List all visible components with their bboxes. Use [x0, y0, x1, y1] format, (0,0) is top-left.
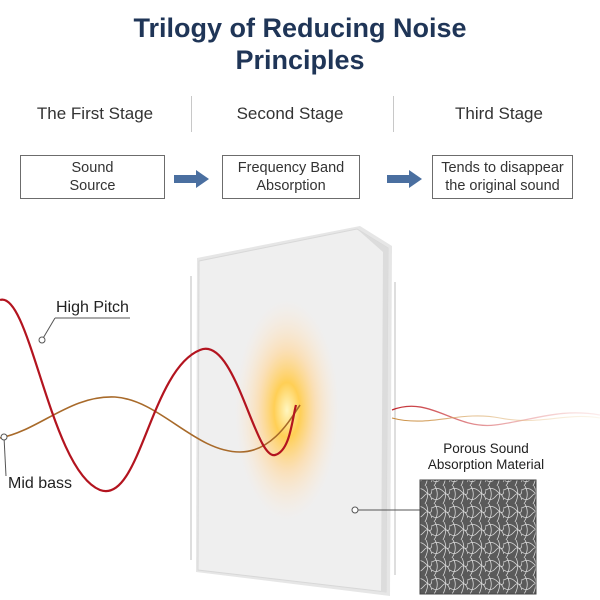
- stage-divider: [393, 96, 394, 132]
- callout-dot: [0, 433, 8, 441]
- stage-box-label: Sound Source: [69, 160, 116, 194]
- panel-edge: [357, 229, 388, 592]
- stage-box-sound-source: Sound Source: [20, 155, 165, 199]
- attenuated-bass-wave: [391, 415, 600, 422]
- mid-bass-label: Mid bass: [8, 475, 73, 492]
- callout-line: [3, 436, 7, 477]
- stage-box-frequency-band: Frequency Band Absorption: [222, 155, 360, 199]
- material-closeup-image: [419, 479, 537, 595]
- stage-heading-second: Second Stage: [236, 104, 344, 123]
- arrow-right-icon: [387, 170, 422, 188]
- stage-heading-third: Third Stage: [455, 104, 543, 123]
- callout-line: [41, 317, 56, 341]
- stage-heading-first: The First Stage: [36, 104, 154, 123]
- attenuated-high-wave: [391, 405, 600, 427]
- callout-dot: [351, 506, 359, 514]
- title-line-2: Principles: [235, 45, 365, 75]
- stage-box-disappear: Tends to disappear the original sound: [432, 155, 573, 199]
- stage-box-label: Tends to disappear the original sound: [441, 160, 564, 194]
- high-pitch-wave: [0, 298, 298, 493]
- stage-box-label: Frequency Band Absorption: [237, 160, 345, 194]
- absorption-glow: [235, 300, 339, 520]
- callout-dot: [38, 336, 46, 344]
- stage-divider: [191, 96, 192, 132]
- material-label: Porous Sound Absorption Material: [427, 441, 545, 472]
- high-pitch-label: High Pitch: [56, 299, 129, 316]
- diagram-title: Trilogy of Reducing Noise Principles: [0, 12, 600, 76]
- title-line-1: Trilogy of Reducing Noise: [133, 13, 467, 43]
- arrow-right-icon: [174, 170, 209, 188]
